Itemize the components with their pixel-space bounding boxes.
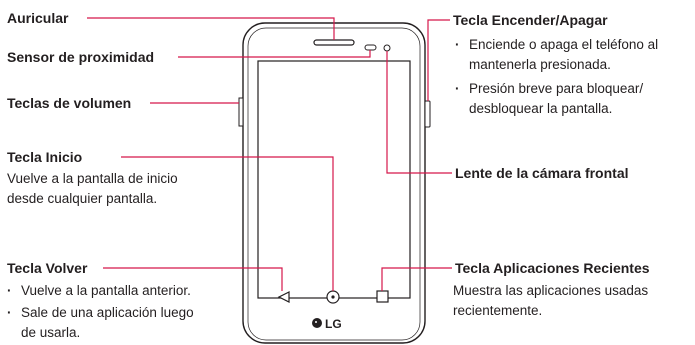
label-back-key: Tecla Volver [7, 260, 88, 276]
proximity-sensor-icon [364, 44, 377, 51]
callout-lines [87, 17, 452, 291]
power-key-bullet: Presión breve para bloquear/ [455, 79, 643, 98]
power-key-bullet-cont: desbloquear la pantalla. [469, 101, 613, 116]
phone-brand-text: LG [325, 317, 342, 331]
label-volume-keys: Teclas de volumen [7, 95, 132, 111]
label-home-key: Tecla Inicio [7, 149, 83, 165]
label-earpiece: Auricular [7, 10, 69, 26]
label-proximity-sensor: Sensor de proximidad [7, 49, 155, 65]
volume-keys [238, 97, 244, 127]
lg-logo-icon [312, 318, 322, 328]
label-front-camera: Lente de la cámara frontal [455, 165, 629, 181]
back-key-bullet-cont: de usarla. [21, 325, 81, 340]
power-key [424, 100, 431, 128]
recents-key-icon [376, 290, 389, 303]
label-power-key: Tecla Encender/Apagar [453, 12, 608, 28]
earpiece [313, 39, 355, 46]
back-key-bullet: Sale de una aplicación luego [7, 303, 194, 322]
home-key-desc-line: desde cualquier pantalla. [7, 191, 158, 206]
recents-key-desc-line: Muestra las aplicaciones usadas [453, 283, 649, 298]
back-key-bullet: Vuelve a la pantalla anterior. [7, 281, 191, 300]
power-key-bullet-cont: mantenerla presionada. [469, 57, 611, 72]
power-key-bullet: Enciende o apaga el teléfono al [455, 35, 658, 54]
home-key-desc-line: Vuelve a la pantalla de inicio [7, 171, 178, 186]
back-key-icon [277, 291, 290, 303]
recents-key-desc-line: recientemente. [453, 303, 543, 318]
phone-screen [257, 60, 411, 299]
front-camera-icon [383, 44, 391, 52]
label-recents-key: Tecla Aplicaciones Recientes [455, 260, 650, 276]
